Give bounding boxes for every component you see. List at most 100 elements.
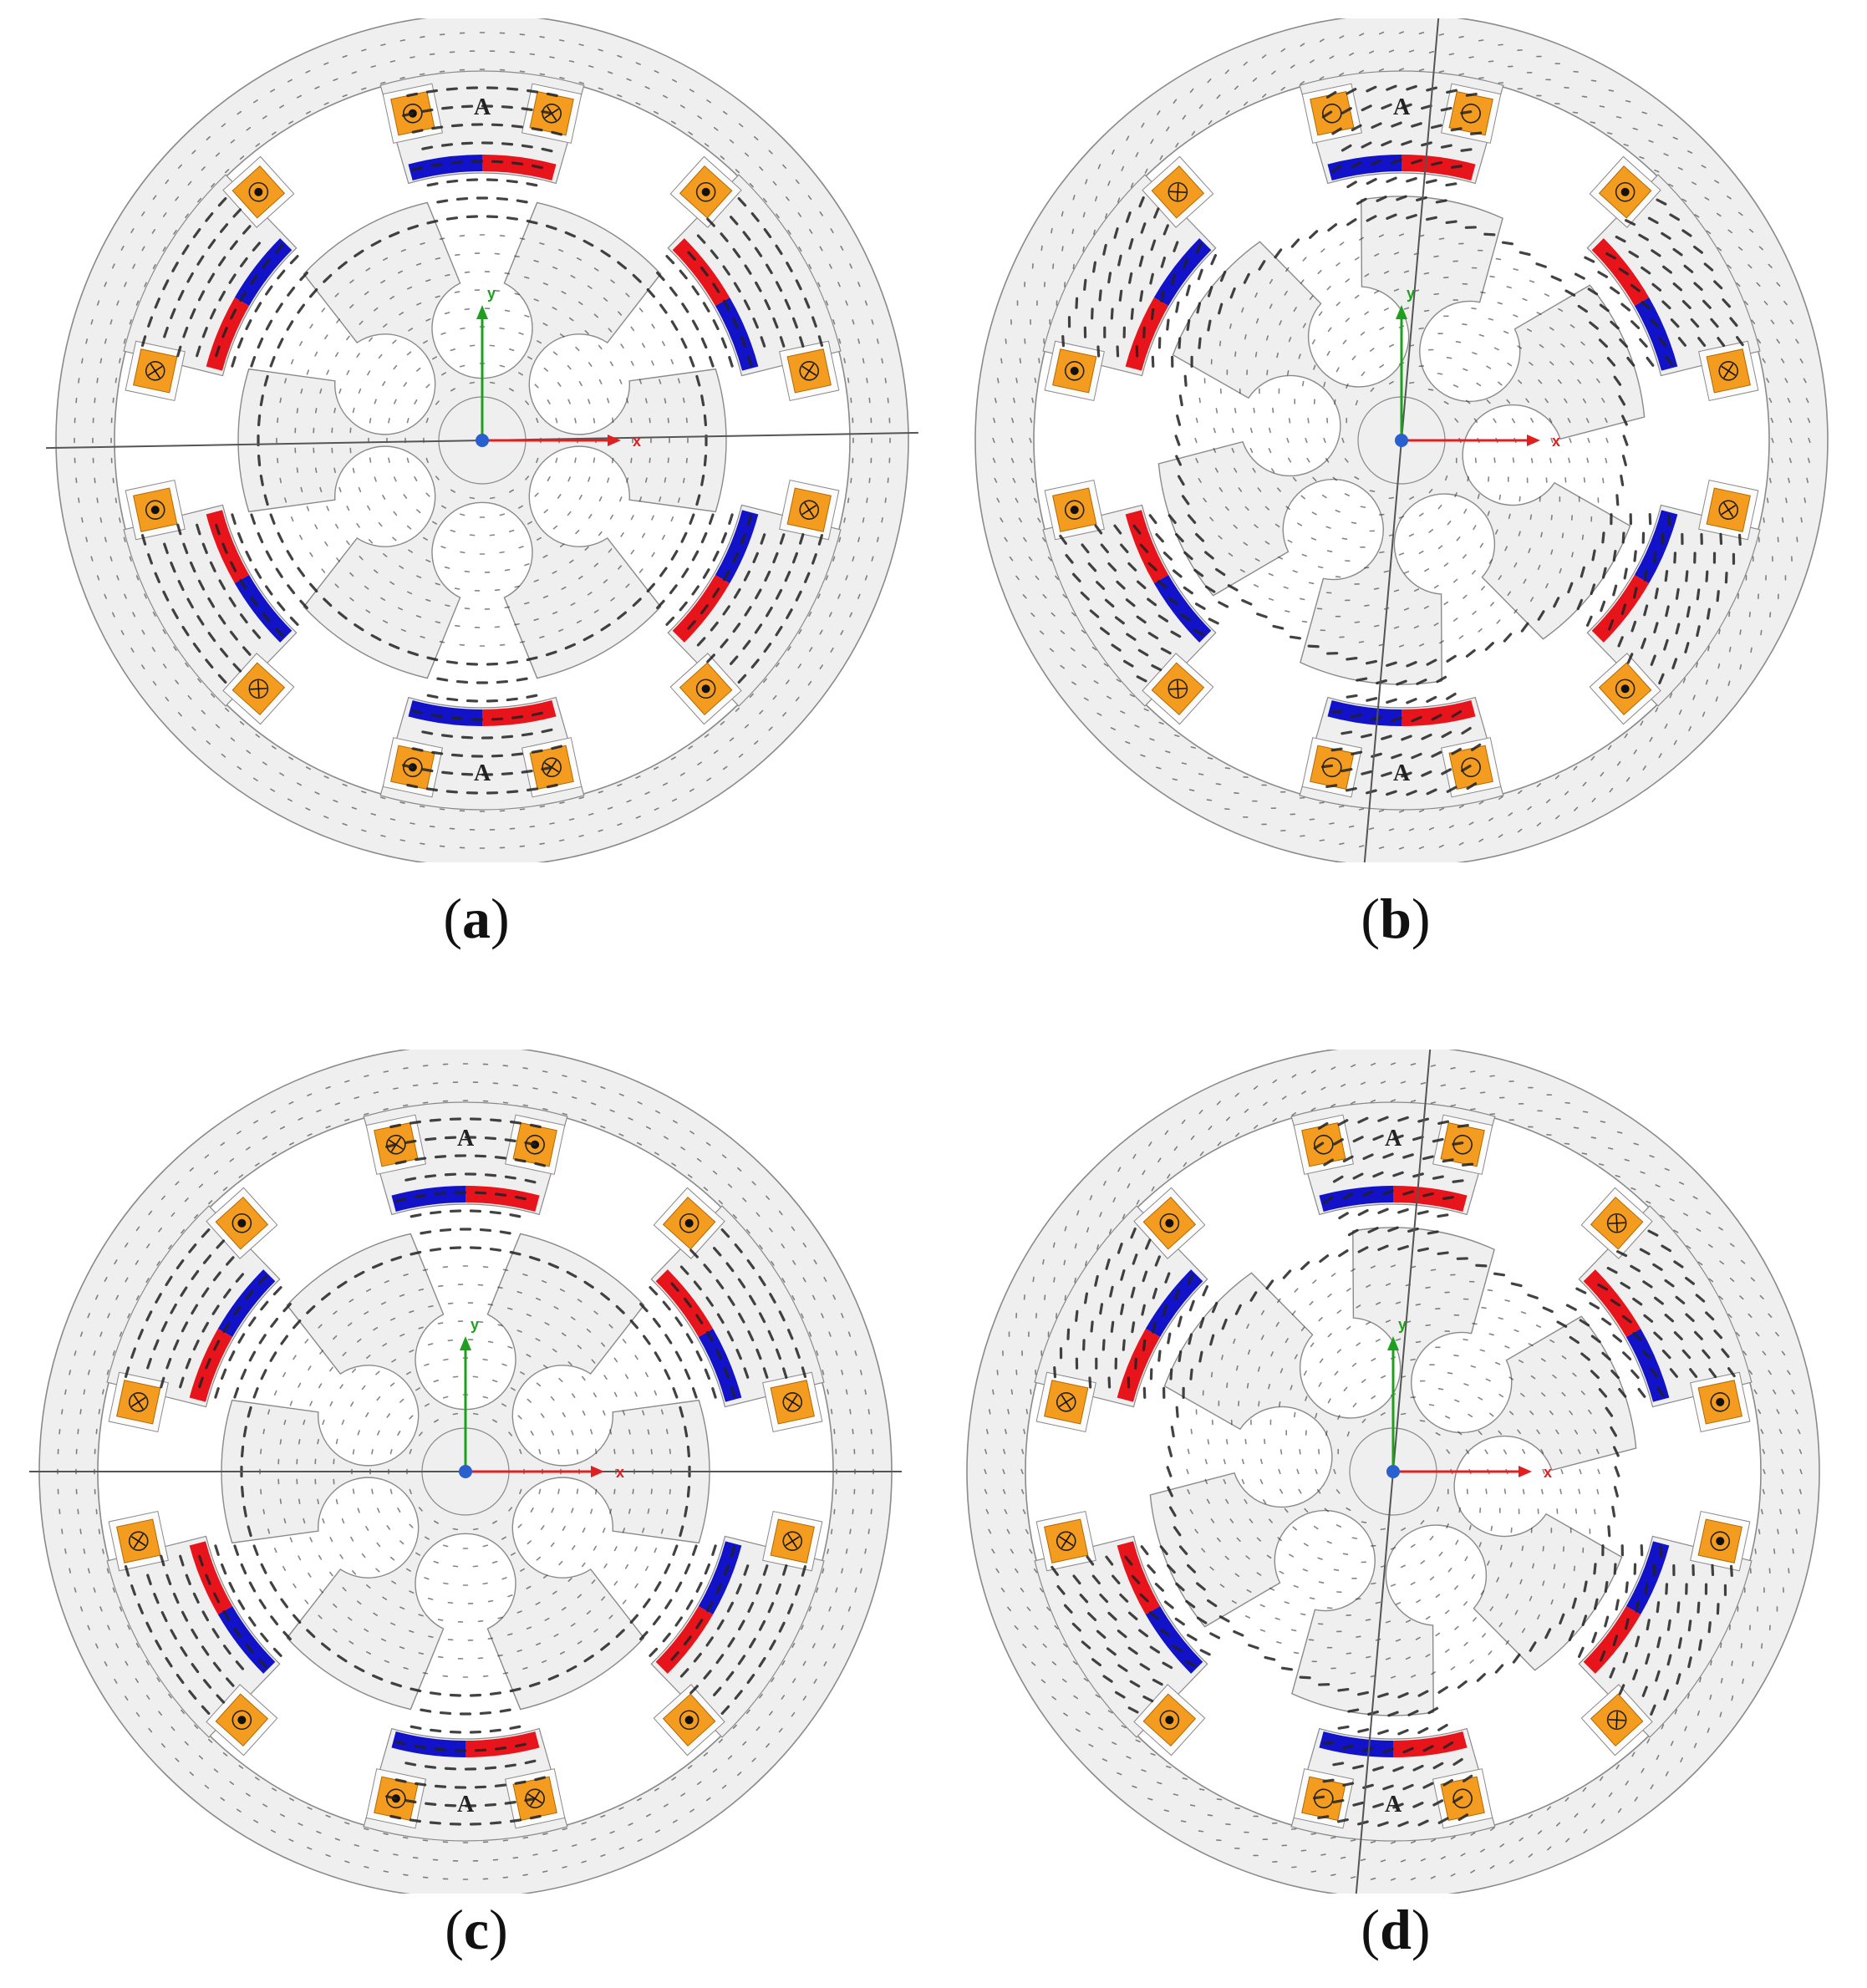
phase-label: A <box>474 94 491 120</box>
flux-arrows <box>984 1062 1803 1881</box>
coil-cross <box>1035 1371 1096 1433</box>
coil-cross <box>1698 479 1759 541</box>
coordinate-axes: xy <box>1386 1316 1552 1481</box>
y-axis-label: y <box>1398 1316 1407 1333</box>
magnet-segment <box>234 575 293 643</box>
origin-marker <box>1395 434 1408 447</box>
magnet-segment <box>1393 1731 1468 1757</box>
stator-yoke <box>974 18 1829 862</box>
y-axis-arrowhead <box>1396 305 1407 319</box>
coordinate-axes: xy <box>476 285 641 450</box>
magnet-segment <box>391 1186 465 1212</box>
phase-label: A <box>457 1126 475 1152</box>
phase-label: A <box>1393 760 1411 786</box>
stator-pole <box>106 1535 281 1738</box>
x-axis-label: x <box>633 433 641 450</box>
coil-cross <box>108 1371 169 1433</box>
origin-marker <box>1386 1465 1400 1478</box>
stator-yoke <box>966 1050 1820 1894</box>
coil-cross <box>1698 340 1759 402</box>
flux-arrows <box>74 32 891 849</box>
x-axis-label: x <box>1544 1464 1552 1481</box>
magnet-segment <box>1327 700 1402 726</box>
y-axis-arrowhead <box>1387 1336 1399 1350</box>
coil-cross <box>1580 1187 1653 1259</box>
coil-circle <box>1301 83 1363 144</box>
phase-label: A <box>457 1792 475 1818</box>
coil-dot <box>1044 340 1105 402</box>
magnet-segment <box>217 1269 276 1337</box>
phase-label: A <box>1393 94 1411 120</box>
x-axis-label: x <box>616 1464 624 1481</box>
coil-dot <box>1133 1684 1206 1757</box>
y-axis-label: y <box>487 285 496 302</box>
x-axis-arrowhead <box>1527 435 1540 446</box>
coil-circle <box>1440 737 1502 798</box>
coil-circle <box>1432 1768 1493 1829</box>
coil-cross <box>779 340 840 402</box>
magnet-segment <box>1153 238 1212 306</box>
magnet-segment <box>1319 1731 1393 1757</box>
caption-c: (c) <box>445 1898 508 1961</box>
magnet-segment <box>715 297 759 371</box>
caption-b: (b) <box>1361 887 1431 950</box>
magnet-segment <box>1327 155 1402 180</box>
y-axis-arrowhead <box>460 1336 471 1350</box>
magnet-segment <box>1153 575 1212 643</box>
coil-cross <box>779 479 840 541</box>
phase-label: A <box>474 760 491 786</box>
origin-marker <box>459 1465 472 1478</box>
magnet-segment <box>1634 297 1678 371</box>
magnet-segment <box>1402 700 1476 726</box>
coil-cross <box>762 1371 823 1433</box>
y-axis-arrowhead <box>476 305 488 319</box>
magnet-segment <box>1319 1186 1393 1212</box>
coil-circle <box>1293 1768 1355 1829</box>
x-axis-label: x <box>1552 433 1560 450</box>
coordinate-axes: xy <box>1395 285 1560 450</box>
coil-cross <box>1142 155 1214 228</box>
magnet-segment <box>1145 1606 1203 1674</box>
coil-circle <box>1301 737 1363 798</box>
coil-dot <box>653 1187 725 1259</box>
origin-marker <box>476 434 489 447</box>
y-axis-label: y <box>1407 285 1415 302</box>
coil-cross <box>108 1510 169 1572</box>
coil-dot <box>125 479 186 541</box>
x-axis-arrowhead <box>608 435 621 446</box>
x-axis-arrowhead <box>1519 1466 1532 1477</box>
magnet-segment <box>1634 510 1678 583</box>
coil-dot <box>206 1684 278 1757</box>
magnet-segment <box>234 238 293 306</box>
x-axis-arrowhead <box>591 1466 604 1477</box>
coil-dot <box>1589 155 1661 228</box>
magnet-segment <box>698 1329 742 1402</box>
magnet-segment <box>217 1606 276 1674</box>
phase-label: A <box>1385 1792 1402 1818</box>
coil-dot <box>669 155 742 228</box>
magnet-segment <box>408 700 482 726</box>
caption-a: (a) <box>443 887 510 950</box>
magnet-segment <box>698 1541 742 1614</box>
coordinate-axes: xy <box>459 1316 624 1481</box>
magnet-segment <box>408 155 482 180</box>
stator-assembly <box>974 18 1829 862</box>
coil-cross <box>1580 1684 1653 1757</box>
coil-dot <box>653 1684 725 1757</box>
magnet-segment <box>1145 1269 1203 1337</box>
coil-dot <box>1690 1510 1751 1572</box>
coil-dot <box>1133 1187 1206 1259</box>
coil-dot <box>1044 479 1105 541</box>
coil-cross <box>1035 1510 1096 1572</box>
phase-label: A <box>1385 1126 1402 1152</box>
coil-circle <box>1293 1114 1355 1175</box>
magnet-segment <box>715 510 759 583</box>
magnet-segment <box>1625 1329 1670 1402</box>
